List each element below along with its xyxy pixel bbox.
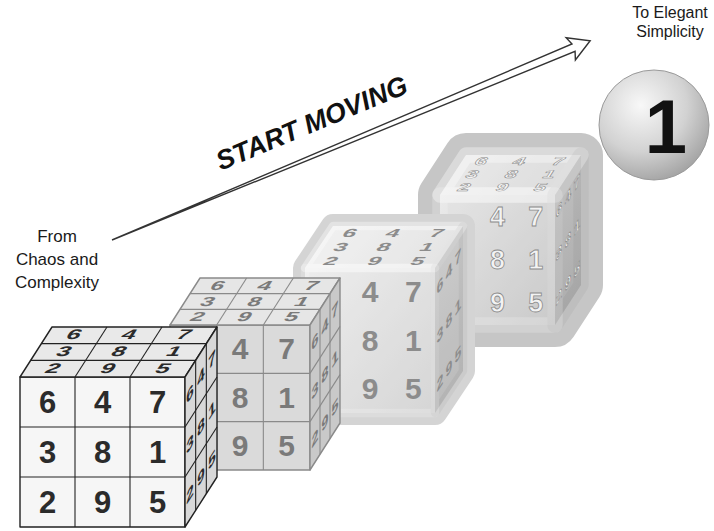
cube-number: 4 — [490, 203, 505, 230]
cube-number: 8 — [94, 437, 111, 468]
cube-front — [305, 268, 435, 413]
cube-number: 7 — [405, 277, 422, 307]
cube-number: 9 — [94, 487, 111, 518]
cube-grid-line — [20, 426, 185, 427]
cube-grid-line — [41, 343, 206, 344]
cube-body — [440, 155, 581, 325]
cube-number: 4 — [232, 334, 249, 364]
cube-number: 7 — [528, 203, 543, 230]
arrow-label: START MOVING — [212, 71, 412, 177]
cube-number: 9 — [362, 374, 379, 404]
cube-grid-line — [263, 325, 264, 470]
cube-number: 3 — [39, 437, 56, 468]
cube-grid-line — [170, 421, 310, 422]
cube-grid-line — [129, 377, 130, 527]
cube-number: 2 — [39, 487, 56, 518]
cube-number: 1 — [278, 383, 295, 413]
cube-grid-line — [195, 360, 196, 510]
cube-top — [20, 327, 217, 377]
sphere: 1 — [597, 68, 711, 182]
cube-number: 9 — [232, 431, 249, 461]
cube-grid-line — [170, 373, 310, 374]
cube-grid-line — [190, 293, 330, 294]
cube-body — [305, 226, 463, 413]
sphere-number: 1 — [645, 89, 687, 165]
cube-side — [310, 278, 340, 470]
cube-number: 5 — [278, 431, 295, 461]
cube-grid-line — [74, 377, 75, 527]
cube-grid-line — [216, 325, 217, 470]
end-caption: To Elegant Simplicity — [632, 3, 708, 41]
cube-number: 6 — [39, 387, 56, 418]
cube-number: 1 — [405, 326, 422, 356]
cube-grid-line — [206, 344, 207, 494]
cube-number: 4 — [94, 387, 111, 418]
cube-grid-line — [329, 294, 330, 439]
cube-grid-line — [20, 476, 185, 477]
number-cube: 647381295647381295647381295 — [18, 325, 219, 529]
cube-number: 8 — [232, 383, 249, 413]
cube-number: 5 — [405, 374, 422, 404]
cube-front — [170, 325, 310, 470]
cube-number: 7 — [149, 387, 166, 418]
cube-grid-line — [319, 309, 320, 454]
cube-number: 8 — [362, 326, 379, 356]
cube-front — [20, 377, 185, 527]
cube-number: 7 — [278, 334, 295, 364]
cube-body — [440, 155, 581, 325]
cube-body — [305, 226, 463, 413]
cube-front — [440, 195, 555, 325]
cube-number: 1 — [149, 437, 166, 468]
cube-side — [435, 226, 463, 413]
cube-number: 8 — [490, 247, 505, 274]
cube-grid-line — [31, 360, 196, 361]
cube-number: 4 — [362, 277, 379, 307]
cube-number: 5 — [528, 290, 543, 317]
cube-number: 1 — [528, 247, 543, 274]
start-caption: From Chaos and Complexity — [13, 226, 101, 295]
cube-number: 5 — [149, 487, 166, 518]
sphere-shape — [599, 70, 709, 180]
cube-number: 9 — [490, 290, 505, 317]
cube-side — [185, 327, 217, 527]
